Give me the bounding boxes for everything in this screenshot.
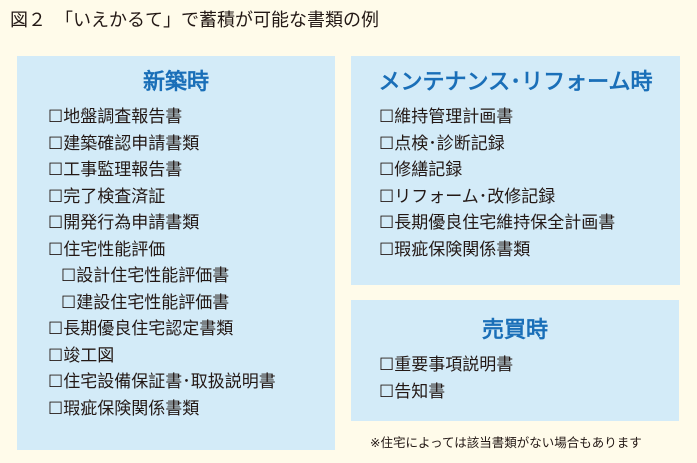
checkbox-icon: ☐ [61, 292, 77, 313]
sale-list: ☐重要事項説明書☐告知書 [379, 352, 679, 405]
document-label: 維持管理計画書 [394, 107, 514, 127]
document-item: ☐竣工図 [48, 343, 335, 370]
document-label: 竣工図 [63, 345, 115, 366]
document-item: ☐告知書 [379, 379, 679, 406]
checkbox-icon: ☐ [379, 381, 395, 402]
document-item: ☐修繕記録 [379, 157, 680, 184]
document-label: リフォーム･改修記録 [394, 186, 556, 207]
document-item: ☐建築確認申請書類 [48, 131, 335, 158]
checkbox-icon: ☐ [48, 239, 64, 260]
checkbox-icon: ☐ [48, 372, 64, 392]
sale-heading: 売買時 [481, 318, 548, 343]
checkbox-icon: ☐ [379, 107, 395, 127]
document-label: 建設住宅性能評価書 [76, 292, 230, 313]
document-label: 地盤調査報告書 [63, 107, 183, 127]
checkbox-icon: ☐ [48, 398, 64, 419]
checkbox-icon: ☐ [379, 213, 395, 233]
document-item: ☐維持管理計画書 [379, 104, 680, 131]
document-item: ☐完了検査済証 [48, 184, 335, 211]
document-label: 重要事項説明書 [394, 355, 514, 375]
checkbox-icon: ☐ [48, 133, 64, 154]
document-label: 長期優良住宅維持保全計画書 [394, 213, 616, 233]
document-item: ☐瑕疵保険関係書類 [48, 396, 335, 423]
checkbox-icon: ☐ [48, 213, 64, 233]
checkbox-icon: ☐ [48, 107, 64, 127]
new-construction-heading: 新築時 [142, 70, 209, 95]
document-label: 住宅設備保証書･取扱説明書 [63, 372, 276, 392]
checkbox-icon: ☐ [379, 239, 395, 260]
figure-title: 図２ 「いえかるて」で蓄積が可能な書類の例 [10, 10, 379, 31]
checkbox-icon: ☐ [48, 160, 64, 180]
document-item: ☐長期優良住宅維持保全計画書 [379, 210, 680, 237]
maintenance-box: メンテナンス･リフォーム時 ☐維持管理計画書☐点検･診断記録☐修繕記録☐リフォー… [351, 56, 680, 285]
document-label: 瑕疵保険関係書類 [394, 239, 531, 260]
document-item: ☐開発行為申請書類 [48, 210, 335, 237]
document-label: 点検･診断記録 [394, 133, 505, 154]
checkbox-icon: ☐ [48, 319, 64, 339]
document-item: ☐住宅性能評価 [48, 237, 335, 264]
document-label: 設計住宅性能評価書 [76, 266, 230, 286]
document-label: 開発行為申請書類 [63, 213, 200, 233]
document-item: ☐建設住宅性能評価書 [48, 290, 335, 317]
document-item: ☐重要事項説明書 [379, 352, 679, 379]
checkbox-icon: ☐ [48, 345, 64, 366]
document-item: ☐設計住宅性能評価書 [48, 263, 335, 290]
checkbox-icon: ☐ [48, 186, 64, 207]
checkbox-icon: ☐ [61, 266, 77, 286]
document-label: 瑕疵保険関係書類 [63, 398, 200, 419]
checkbox-icon: ☐ [379, 160, 395, 180]
document-item: ☐長期優良住宅認定書類 [48, 316, 335, 343]
document-label: 長期優良住宅認定書類 [63, 319, 234, 339]
document-item: ☐工事監理報告書 [48, 157, 335, 184]
new-construction-list: ☐地盤調査報告書☐建築確認申請書類☐工事監理報告書☐完了検査済証☐開発行為申請書… [48, 104, 335, 422]
document-label: 告知書 [394, 381, 446, 402]
checkbox-icon: ☐ [379, 355, 395, 375]
footnote: ※住宅によっては該当書類がない場合もあります [370, 435, 642, 450]
document-label: 建築確認申請書類 [63, 133, 200, 154]
document-item: ☐リフォーム･改修記録 [379, 184, 680, 211]
sale-box: 売買時 ☐重要事項説明書☐告知書 [351, 300, 679, 421]
document-item: ☐住宅設備保証書･取扱説明書 [48, 369, 335, 396]
maintenance-list: ☐維持管理計画書☐点検･診断記録☐修繕記録☐リフォーム･改修記録☐長期優良住宅維… [379, 104, 680, 263]
checkbox-icon: ☐ [379, 186, 395, 207]
document-label: 工事監理報告書 [63, 160, 183, 180]
document-label: 住宅性能評価 [63, 239, 166, 260]
document-item: ☐瑕疵保険関係書類 [379, 237, 680, 264]
checkbox-icon: ☐ [379, 133, 395, 154]
new-construction-box: 新築時 ☐地盤調査報告書☐建築確認申請書類☐工事監理報告書☐完了検査済証☐開発行… [17, 56, 335, 450]
document-item: ☐地盤調査報告書 [48, 104, 335, 131]
document-label: 完了検査済証 [63, 186, 166, 207]
document-item: ☐点検･診断記録 [379, 131, 680, 158]
document-label: 修繕記録 [394, 160, 463, 180]
maintenance-heading: メンテナンス･リフォーム時 [378, 70, 653, 95]
